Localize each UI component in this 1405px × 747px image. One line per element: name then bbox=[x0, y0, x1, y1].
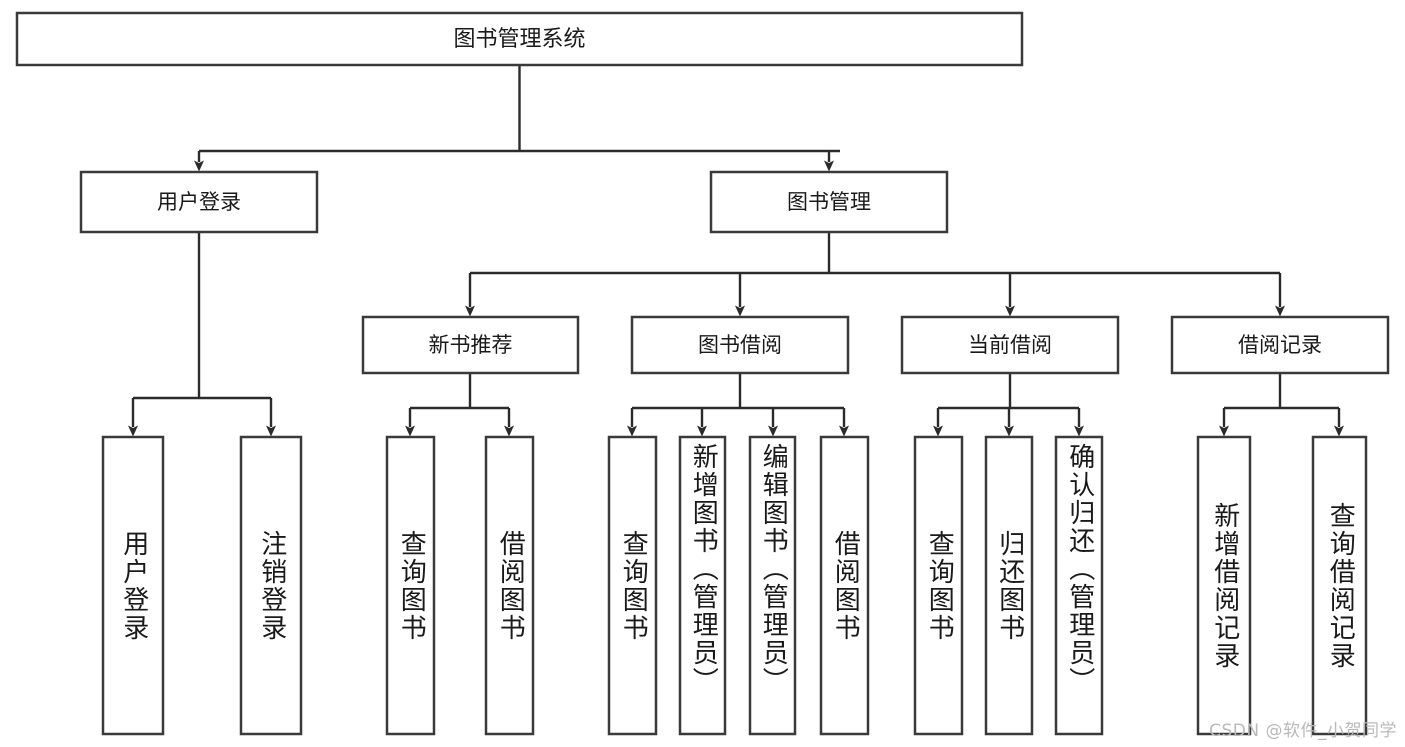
node-current-borrow-label: 当前借阅 bbox=[968, 333, 1052, 357]
connector-group-level2-to-level3 bbox=[465, 232, 1285, 317]
node-borrow-record-label: 借阅记录 bbox=[1238, 333, 1322, 357]
node-current-borrow-box[interactable] bbox=[900, 315, 1120, 375]
node-new-book-recommendation-box[interactable] bbox=[361, 315, 580, 375]
node-root-label: 图书管理系统 bbox=[453, 27, 585, 52]
leaf-box-logout-login[interactable] bbox=[239, 435, 303, 736]
leaf-box-edit-book-admin[interactable] bbox=[748, 435, 797, 736]
node-current-borrow[interactable]: 当前借阅 bbox=[900, 315, 1120, 375]
node-user-login-label: 用户登录 bbox=[157, 190, 241, 214]
leaf-box-add-borrow-record[interactable] bbox=[1196, 435, 1252, 736]
leaf-box-borrow-book[interactable] bbox=[819, 435, 870, 736]
connector-group-borrow-record-to-leaves bbox=[1219, 373, 1344, 437]
node-book-borrow-box[interactable] bbox=[630, 315, 850, 375]
leaf-box-add-book-admin[interactable] bbox=[678, 435, 727, 736]
leaf-box-user-login[interactable] bbox=[101, 435, 165, 736]
leaf-boxes-group bbox=[101, 435, 1368, 736]
node-book-management-box[interactable] bbox=[709, 170, 949, 234]
node-new-book-recommendation-label: 新书推荐 bbox=[429, 333, 513, 357]
leaf-box-query-borrow-record[interactable] bbox=[1311, 435, 1368, 736]
node-root[interactable]: 图书管理系统 bbox=[15, 11, 1024, 67]
node-book-management[interactable]: 图书管理 bbox=[709, 170, 949, 234]
connector-group-root-to-level2 bbox=[194, 65, 840, 172]
leaf-box-return-book[interactable] bbox=[984, 435, 1034, 736]
node-book-borrow[interactable]: 图书借阅 bbox=[630, 315, 850, 375]
leaf-box-query-book-rec[interactable] bbox=[385, 435, 436, 736]
node-user-login[interactable]: 用户登录 bbox=[79, 170, 319, 234]
csdn-watermark: CSDN @软件_小贺同学 bbox=[1209, 721, 1397, 741]
leaf-box-confirm-return-admin[interactable] bbox=[1054, 435, 1104, 736]
leaf-box-borrow-book-rec[interactable] bbox=[484, 435, 535, 736]
connector-group-book-borrow-to-leaves bbox=[627, 373, 849, 437]
connector-group-user-login-to-leaves bbox=[128, 232, 276, 437]
leaf-box-query-book-current[interactable] bbox=[913, 435, 964, 736]
node-user-login-box[interactable] bbox=[79, 170, 319, 234]
connector-group-current-borrow-to-leaves bbox=[933, 373, 1084, 437]
node-borrow-record[interactable]: 借阅记录 bbox=[1170, 315, 1390, 375]
node-root-box[interactable] bbox=[15, 11, 1024, 67]
leaf-box-query-book-borrow[interactable] bbox=[607, 435, 658, 736]
node-book-borrow-label: 图书借阅 bbox=[698, 333, 782, 357]
connector-group-new-book-rec-to-leaves bbox=[405, 373, 514, 437]
node-book-management-label: 图书管理 bbox=[787, 190, 871, 214]
node-new-book-recommendation[interactable]: 新书推荐 bbox=[361, 315, 580, 375]
node-borrow-record-box[interactable] bbox=[1170, 315, 1390, 375]
